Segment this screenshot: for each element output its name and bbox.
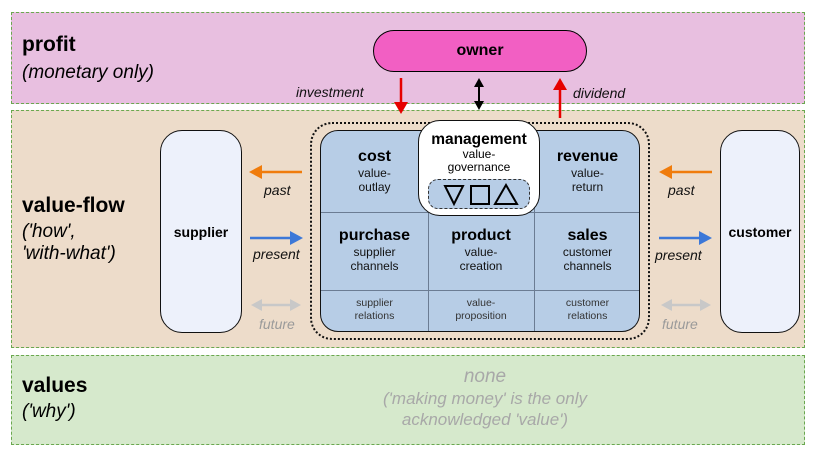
governance-shapes-icon (443, 183, 519, 207)
supplier-relations-line2: relations (354, 310, 395, 322)
dividend-label: dividend (573, 85, 626, 101)
purchase-title: purchase (338, 227, 411, 244)
value-proposition-cell: value- proposition (428, 297, 534, 323)
supplier-relations-cell: supplier relations (321, 297, 428, 323)
cost-line1: value- (358, 166, 391, 180)
customer-past-arrow (659, 165, 712, 179)
customer-present-label: present (655, 247, 702, 263)
cost-line2: outlay (358, 180, 391, 194)
product-line2: creation (459, 259, 503, 273)
supplier-relations-line1: supplier (356, 297, 393, 309)
cost-title: cost (358, 148, 391, 165)
investment-label: investment (296, 84, 364, 100)
profit-title: profit (22, 33, 76, 56)
values-subtitle: ('why') (22, 401, 76, 422)
value-flow-subtitle-line2: 'with-what') (22, 243, 116, 264)
revenue-line1: value- (571, 166, 604, 180)
values-band (11, 355, 805, 445)
business-model-grid: cost value- outlay revenue value- return… (320, 130, 640, 332)
customer-relations-line1: customer (565, 297, 610, 309)
supplier-past-label: past (264, 182, 291, 198)
investment-arrow (394, 78, 408, 114)
product-line1: value- (464, 245, 498, 259)
sales-title: sales (567, 227, 608, 244)
value-flow-title: value-flow (22, 194, 125, 217)
values-none: none (463, 366, 507, 387)
supplier-node: supplier (160, 130, 242, 333)
management-desc-line2: governance (447, 160, 511, 174)
values-none-block: none ('making money' is the only acknowl… (350, 366, 620, 430)
revenue-title: revenue (556, 148, 619, 165)
grid-divider (428, 131, 429, 331)
product-cell: product value- creation (428, 227, 534, 273)
purchase-line2: channels (350, 259, 399, 273)
values-explanation-line2: acknowledged 'value') (401, 410, 569, 429)
sales-cell: sales customer channels (534, 227, 639, 273)
governance-arrow (474, 78, 484, 110)
customer-present-arrow (659, 231, 712, 245)
supplier-label: supplier (173, 223, 229, 240)
customer-relations-cell: customer relations (534, 297, 639, 323)
grid-divider (321, 290, 639, 291)
supplier-past-arrow (249, 165, 302, 179)
supplier-future-label: future (259, 316, 295, 332)
cost-cell: cost value- outlay (321, 148, 428, 194)
supplier-present-arrow (250, 231, 303, 245)
sales-line2: channels (563, 259, 612, 273)
customer-future-label: future (662, 316, 698, 332)
customer-node: customer (720, 130, 800, 333)
customer-label: customer (728, 223, 792, 240)
owner-node: owner (373, 30, 587, 72)
customer-future-arrow (661, 299, 711, 311)
management-title: management (431, 131, 527, 148)
owner-label: owner (456, 42, 504, 59)
management-desc-line1: value- (462, 147, 496, 161)
grid-divider (534, 131, 535, 331)
purchase-cell: purchase supplier channels (321, 227, 428, 273)
sales-line1: customer (562, 245, 613, 259)
product-title: product (451, 227, 511, 244)
supplier-present-label: present (253, 246, 300, 262)
profit-subtitle: (monetary only) (22, 62, 154, 83)
dividend-arrow (553, 78, 567, 118)
governance-shapes (428, 179, 530, 209)
supplier-future-arrow (251, 299, 301, 311)
values-title: values (22, 374, 88, 397)
revenue-line2: return (571, 180, 604, 194)
purchase-line1: supplier (353, 245, 396, 259)
value-flow-subtitle-line1: ('how', (22, 221, 76, 242)
value-proposition-line2: proposition (455, 310, 507, 322)
values-explanation-line1: ('making money' is the only (383, 389, 587, 408)
customer-relations-line2: relations (567, 310, 608, 322)
management-node: management value- governance (418, 120, 540, 216)
revenue-cell: revenue value- return (534, 148, 639, 194)
customer-past-label: past (668, 182, 695, 198)
value-proposition-line1: value- (466, 297, 496, 309)
